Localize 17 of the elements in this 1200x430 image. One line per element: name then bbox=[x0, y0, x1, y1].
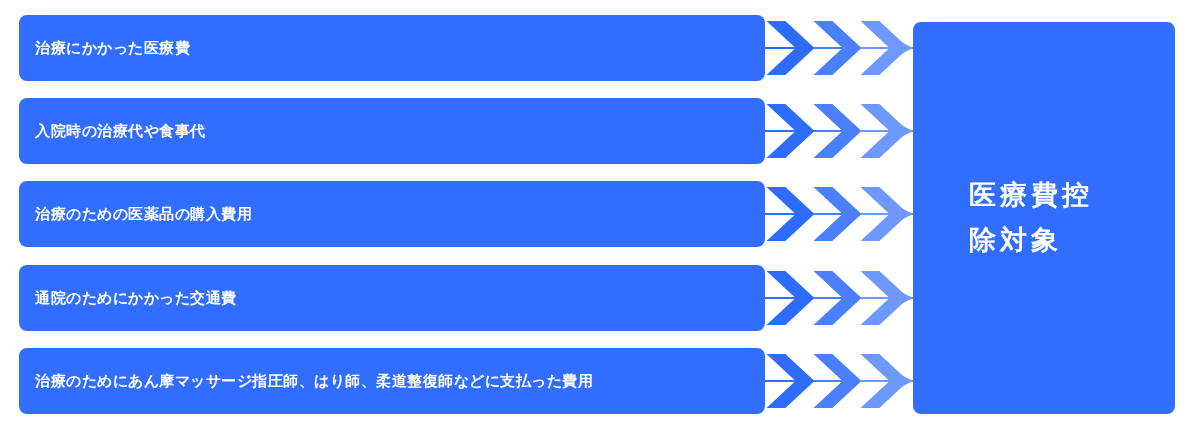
chevron-arrow bbox=[764, 21, 914, 75]
result-box bbox=[913, 22, 1175, 414]
item-label: 治療のためにあん摩マッサージ指圧師、はり師、柔道整復師などに支払った費用 bbox=[34, 371, 593, 391]
chevron-arrow bbox=[764, 104, 914, 158]
item-box bbox=[19, 98, 765, 164]
item-label: 通院のためにかかった交通費 bbox=[34, 288, 237, 308]
item-label: 治療のための医薬品の購入費用 bbox=[34, 204, 252, 224]
item-label: 治療にかかった医療費 bbox=[34, 38, 190, 58]
chevron-arrow bbox=[764, 187, 914, 241]
result-label: 医療費控除対象 bbox=[969, 178, 1094, 257]
item-box bbox=[19, 181, 765, 247]
chevron-arrow bbox=[764, 271, 914, 325]
item-box bbox=[19, 348, 765, 414]
item-box bbox=[19, 15, 765, 81]
item-box bbox=[19, 265, 765, 331]
chevron-arrow bbox=[764, 354, 914, 408]
item-label: 入院時の治療代や食事代 bbox=[34, 121, 206, 141]
